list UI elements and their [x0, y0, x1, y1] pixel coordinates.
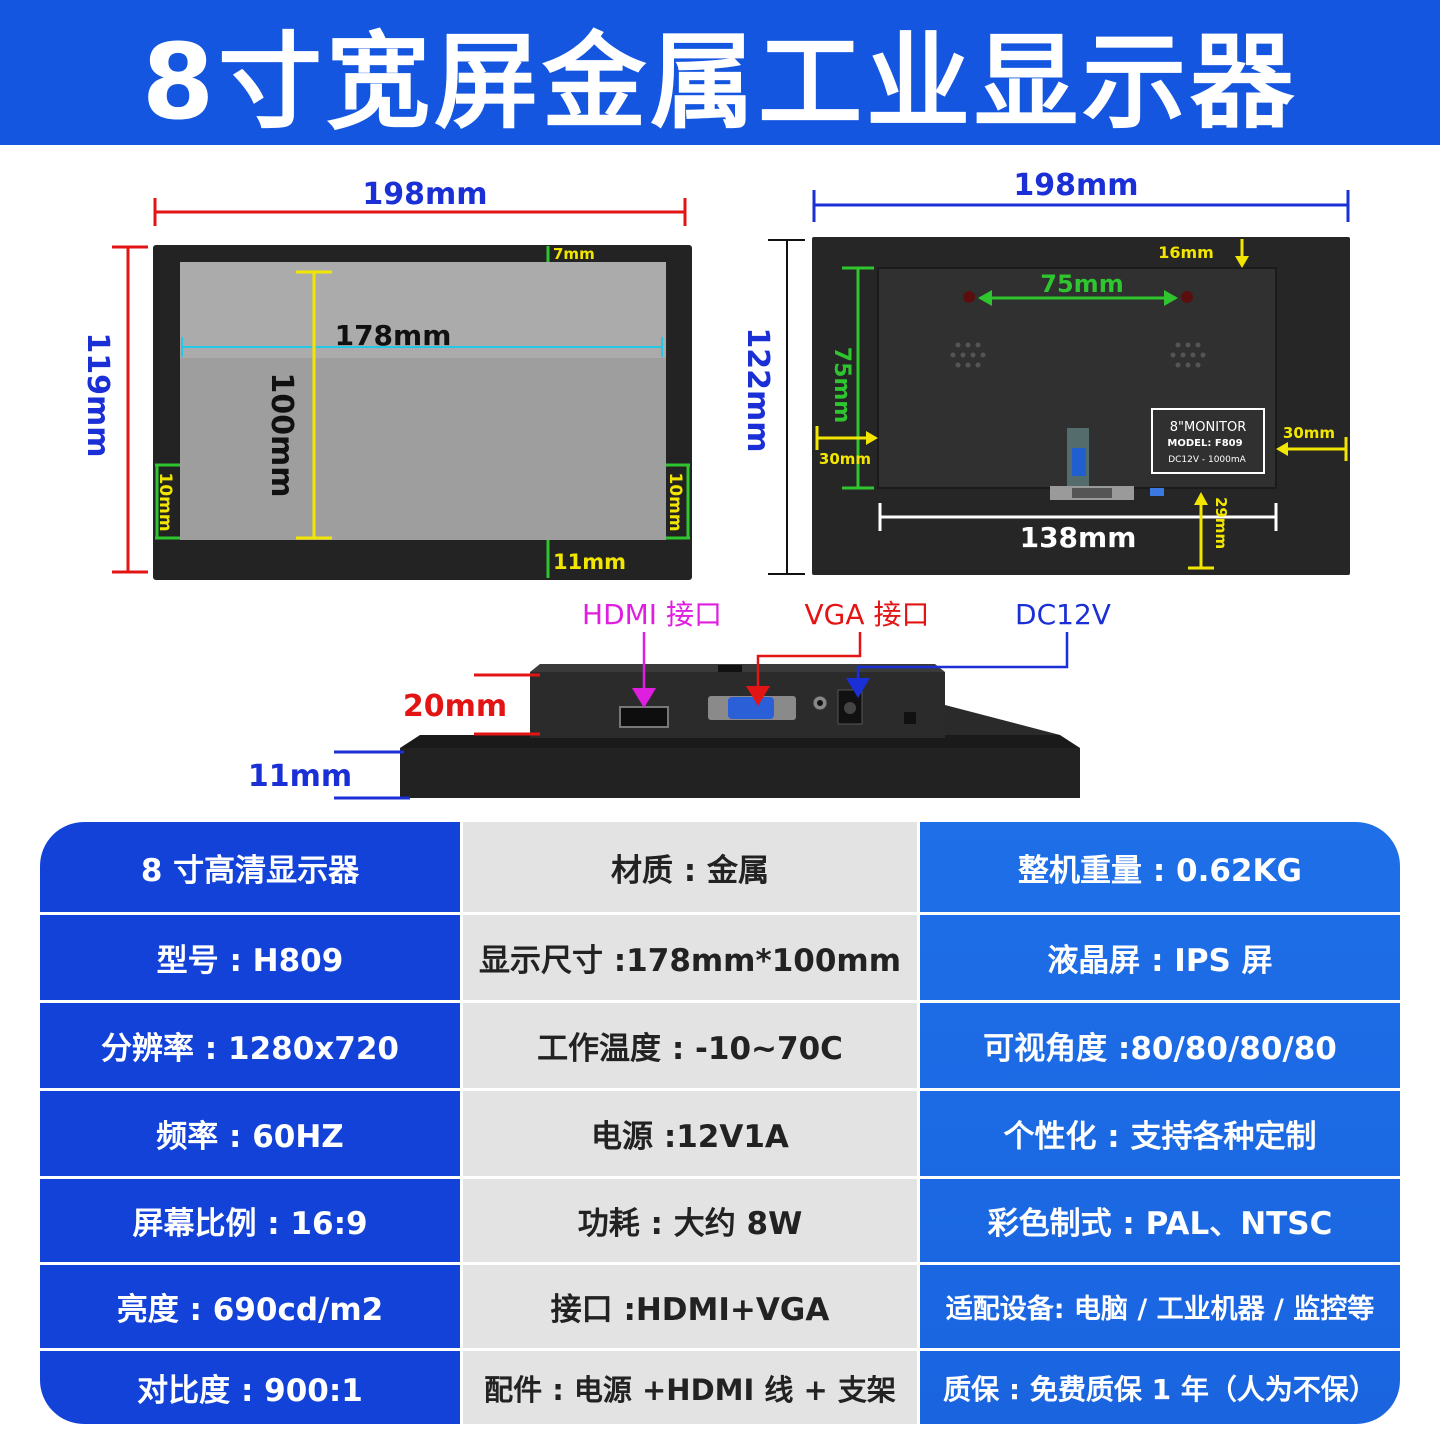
mount-hole-left	[963, 291, 975, 303]
panel-depth-label: 11mm	[248, 759, 352, 794]
front-view-diagram: 198mm 119mm 178mm 100mm 7mm 10mm 10mm 11…	[80, 177, 692, 580]
right-offset-label: 30mm	[1283, 424, 1335, 442]
side-panel-base	[400, 748, 1080, 798]
spec-cell: 屏幕比例 : 16:9	[40, 1176, 460, 1262]
hdmi-port-label: HDMI 接口	[582, 598, 722, 631]
spec-cell: 材质 : 金属	[611, 852, 769, 889]
box-width-label: 138mm	[1020, 521, 1137, 554]
spec-column-right: 整机重量 : 0.62KG 液晶屏 : IPS 屏 可视角度 :80/80/80…	[920, 822, 1400, 1424]
side-hdmi-port	[619, 706, 669, 728]
total-depth-label: 20mm	[403, 689, 507, 724]
dc-port-label: DC12V	[1015, 598, 1111, 631]
spec-cell: 亮度 : 690cd/m2	[40, 1262, 460, 1348]
spec-cell: 接口 :HDMI+VGA	[463, 1262, 917, 1348]
screen-height-label: 100mm	[264, 372, 299, 497]
spec-cell: 显示尺寸 :178mm*100mm	[463, 912, 917, 1000]
spec-column-left: 8 寸高清显示器 型号 : H809 分辨率 : 1280x720 频率 : 6…	[40, 822, 460, 1424]
spec-cell: 配件 : 电源 +HDMI 线 + 支架	[463, 1348, 917, 1424]
back-width-label: 198mm	[1013, 168, 1138, 203]
back-height-label: 122mm	[740, 327, 775, 452]
bottom-offset-label: 29mm	[1212, 497, 1230, 549]
speaker-grill-right	[1170, 342, 1206, 368]
front-height-label: 119mm	[80, 332, 115, 457]
bezel-bottom-label: 11mm	[553, 550, 626, 574]
front-width-label: 198mm	[362, 177, 487, 212]
mount-height-label: 75mm	[829, 347, 854, 423]
spec-cell: 型号 : H809	[40, 912, 460, 1000]
model-label-line3: DC12V - 1000mA	[1168, 455, 1246, 465]
model-label-line1: 8"MONITOR	[1170, 420, 1246, 435]
spec-column-middle: 材质 : 金属 显示尺寸 :178mm*100mm 工作温度 : -10~70C…	[460, 822, 920, 1424]
spec-cell: 电源 :12V1A	[463, 1088, 917, 1176]
spec-cell: 液晶屏 : IPS 屏	[920, 912, 1400, 1000]
top-offset-label: 16mm	[1158, 243, 1214, 262]
bezel-top-label: 7mm	[553, 245, 595, 263]
mount-hole-right	[1181, 291, 1193, 303]
spec-cell: 彩色制式 : PAL、NTSC	[920, 1176, 1400, 1262]
spec-cell: 质保 : 免费质保 1 年（人为不保）	[920, 1348, 1400, 1424]
spec-cell: 整机重量 : 0.62KG	[1018, 852, 1302, 889]
model-label-line2: MODEL: F809	[1167, 438, 1242, 449]
vga-port-label: VGA 接口	[805, 598, 930, 631]
spec-table: 8 寸高清显示器 型号 : H809 分辨率 : 1280x720 频率 : 6…	[40, 822, 1400, 1424]
side-view-diagram: HDMI 接口 VGA 接口 DC12V 20mm 11mm	[248, 598, 1111, 800]
model-label-box	[1151, 408, 1265, 474]
spec-cell: 个性化 : 支持各种定制	[920, 1088, 1400, 1176]
bezel-right-label: 10mm	[665, 472, 685, 531]
bezel-left-label: 10mm	[155, 472, 175, 531]
spec-cell: 工作温度 : -10~70C	[463, 1000, 917, 1088]
title-banner: 8寸宽屏金属工业显示器	[0, 0, 1440, 145]
spec-cell: 频率 : 60HZ	[40, 1088, 460, 1176]
spec-cell: 分辨率 : 1280x720	[40, 1000, 460, 1088]
mount-spacing-label: 75mm	[1040, 270, 1123, 298]
speaker-grill-left	[950, 342, 986, 368]
screen-width-label: 178mm	[335, 319, 452, 352]
page-title: 8寸宽屏金属工业显示器	[141, 21, 1299, 143]
spec-cell: 对比度 : 900:1	[40, 1348, 460, 1424]
spec-cell: 功耗 : 大约 8W	[463, 1176, 917, 1262]
left-offset-label: 30mm	[819, 450, 871, 468]
spec-cell: 可视角度 :80/80/80/80	[920, 1000, 1400, 1088]
spec-cell: 8 寸高清显示器	[140, 852, 360, 889]
back-view-diagram: 198mm 122mm 75mm 75mm 16mm 30mm 30mm 8"M…	[740, 168, 1350, 575]
spec-cell: 适配设备: 电脑 / 工业机器 / 监控等	[920, 1262, 1400, 1348]
